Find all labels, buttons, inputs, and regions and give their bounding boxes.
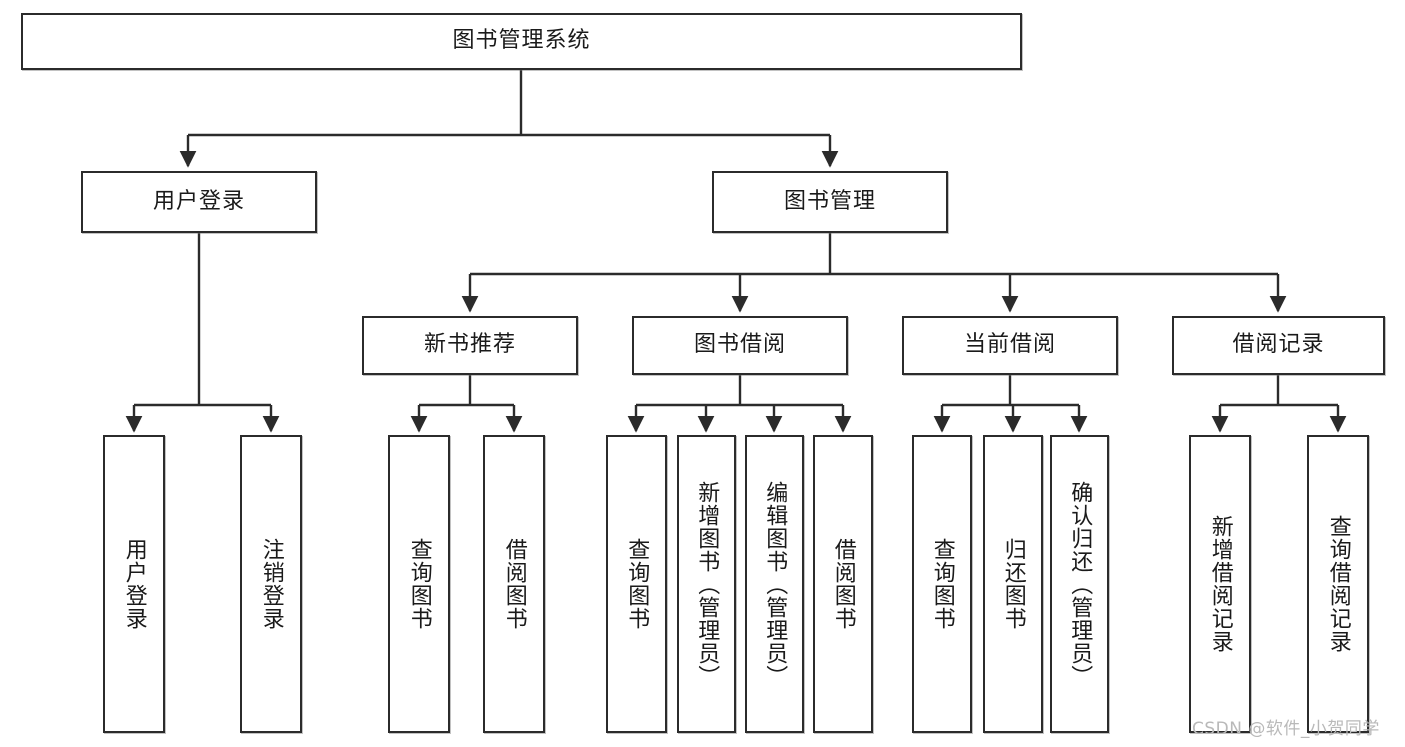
node-leaf-user-logout-label: 注销登录 bbox=[258, 538, 284, 630]
node-leaf-add-book[interactable]: 新增图书（管理员） bbox=[677, 435, 736, 733]
node-book-manage[interactable]: 图书管理 bbox=[712, 171, 948, 233]
node-leaf-user-login-label: 用户登录 bbox=[121, 538, 147, 630]
node-current-borrow-label: 当前借阅 bbox=[963, 332, 1056, 358]
node-leaf-add-borrow-record[interactable]: 新增借阅记录 bbox=[1189, 435, 1251, 733]
node-new-book-recommend-label: 新书推荐 bbox=[423, 332, 516, 358]
node-leaf-query-borrow-record-label: 查询借阅记录 bbox=[1325, 515, 1351, 653]
node-leaf-query-book-2-label: 查询图书 bbox=[624, 538, 650, 630]
node-leaf-query-book-3[interactable]: 查询图书 bbox=[912, 435, 972, 733]
node-leaf-query-book-3-label: 查询图书 bbox=[929, 538, 955, 630]
node-new-book-recommend[interactable]: 新书推荐 bbox=[362, 316, 578, 375]
node-leaf-edit-book[interactable]: 编辑图书（管理员） bbox=[745, 435, 804, 733]
node-book-manage-label: 图书管理 bbox=[783, 188, 876, 214]
node-leaf-return-book-label: 归还图书 bbox=[1000, 538, 1026, 630]
node-leaf-borrow-book-2-label: 借阅图书 bbox=[830, 538, 856, 630]
node-root-label: 图书管理系统 bbox=[452, 28, 591, 54]
node-leaf-query-book-1-label: 查询图书 bbox=[406, 538, 432, 630]
node-leaf-confirm-return[interactable]: 确认归还（管理员） bbox=[1050, 435, 1109, 733]
node-borrow-record-label: 借阅记录 bbox=[1232, 332, 1325, 358]
node-user-login-label: 用户登录 bbox=[152, 188, 245, 214]
node-leaf-edit-book-label: 编辑图书（管理员） bbox=[762, 480, 788, 688]
node-book-borrow[interactable]: 图书借阅 bbox=[632, 316, 848, 375]
node-borrow-record[interactable]: 借阅记录 bbox=[1172, 316, 1385, 375]
node-leaf-add-borrow-record-label: 新增借阅记录 bbox=[1207, 515, 1233, 653]
node-leaf-confirm-return-label: 确认归还（管理员） bbox=[1067, 480, 1093, 688]
node-root[interactable]: 图书管理系统 bbox=[21, 13, 1022, 70]
node-current-borrow[interactable]: 当前借阅 bbox=[902, 316, 1118, 375]
node-leaf-query-book-1[interactable]: 查询图书 bbox=[388, 435, 450, 733]
node-leaf-user-login[interactable]: 用户登录 bbox=[103, 435, 165, 733]
node-user-login[interactable]: 用户登录 bbox=[81, 171, 317, 233]
node-leaf-user-logout[interactable]: 注销登录 bbox=[240, 435, 302, 733]
node-leaf-borrow-book-2[interactable]: 借阅图书 bbox=[813, 435, 873, 733]
node-leaf-add-book-label: 新增图书（管理员） bbox=[694, 480, 720, 688]
csdn-watermark: CSDN @软件_小贺同学 bbox=[1192, 719, 1380, 739]
node-leaf-query-borrow-record[interactable]: 查询借阅记录 bbox=[1307, 435, 1369, 733]
node-book-borrow-label: 图书借阅 bbox=[693, 332, 786, 358]
node-leaf-borrow-book-1[interactable]: 借阅图书 bbox=[483, 435, 545, 733]
node-leaf-query-book-2[interactable]: 查询图书 bbox=[606, 435, 667, 733]
node-leaf-return-book[interactable]: 归还图书 bbox=[983, 435, 1043, 733]
node-leaf-borrow-book-1-label: 借阅图书 bbox=[501, 538, 527, 630]
